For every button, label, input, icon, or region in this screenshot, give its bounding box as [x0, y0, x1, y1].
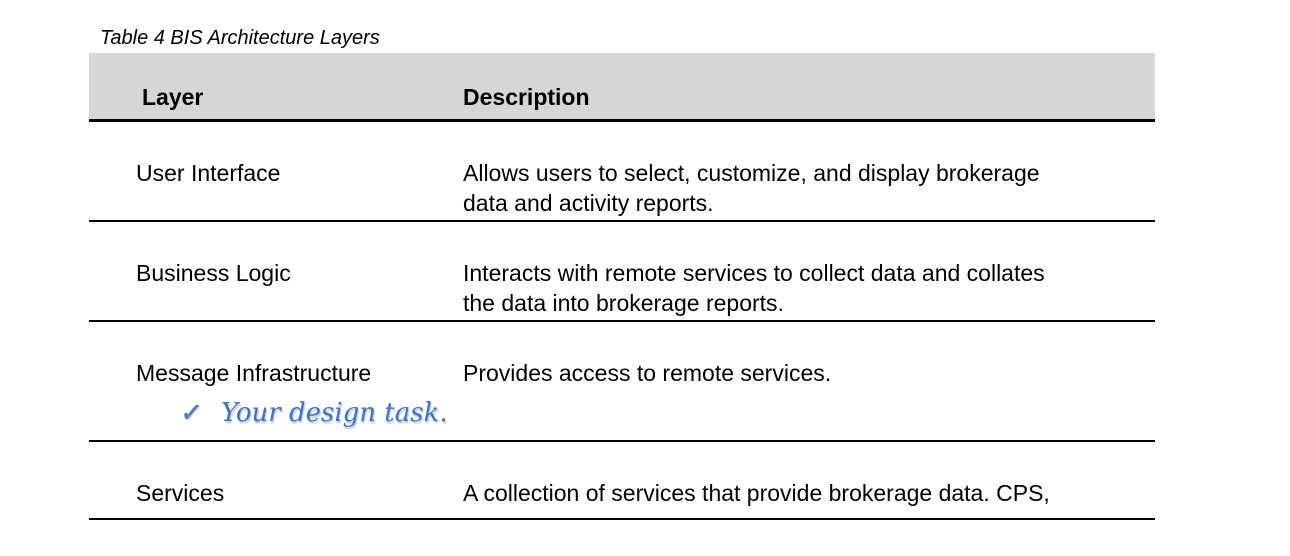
- table-caption: Table 4 BIS Architecture Layers: [100, 27, 380, 49]
- table-header-row: Layer Description: [89, 53, 1155, 122]
- document-page: Table 4 BIS Architecture Layers Layer De…: [0, 25, 1290, 556]
- bis-architecture-table: Layer Description User Interface Allows …: [89, 53, 1155, 520]
- layer-cell: Services: [136, 480, 225, 506]
- description-cell: Interacts with remote services to collec…: [463, 260, 1045, 316]
- layer-cell: User Interface: [136, 160, 281, 186]
- table-row-user-interface: User Interface Allows users to select, c…: [89, 122, 1155, 222]
- description-cell: Provides access to remote services.: [463, 360, 832, 386]
- row-content: Message Infrastructure Provides access t…: [89, 358, 1155, 388]
- table-row-message-infrastructure: Message Infrastructure Provides access t…: [89, 322, 1155, 442]
- column-header-description: Description: [463, 84, 590, 110]
- design-task-annotation: ✓ Your design task.: [179, 396, 1155, 430]
- description-cell: Allows users to select, customize, and d…: [463, 160, 1040, 216]
- layer-cell: Message Infrastructure: [136, 360, 372, 386]
- layer-cell: Business Logic: [136, 260, 291, 286]
- check-icon: ✓: [179, 399, 204, 427]
- table-row-services: Services A collection of services that p…: [89, 442, 1155, 520]
- annotation-text: Your design task.: [220, 398, 448, 428]
- column-header-layer: Layer: [142, 84, 204, 110]
- table-row-business-logic: Business Logic Interacts with remote ser…: [89, 222, 1155, 322]
- description-cell: A collection of services that provide br…: [463, 480, 1050, 506]
